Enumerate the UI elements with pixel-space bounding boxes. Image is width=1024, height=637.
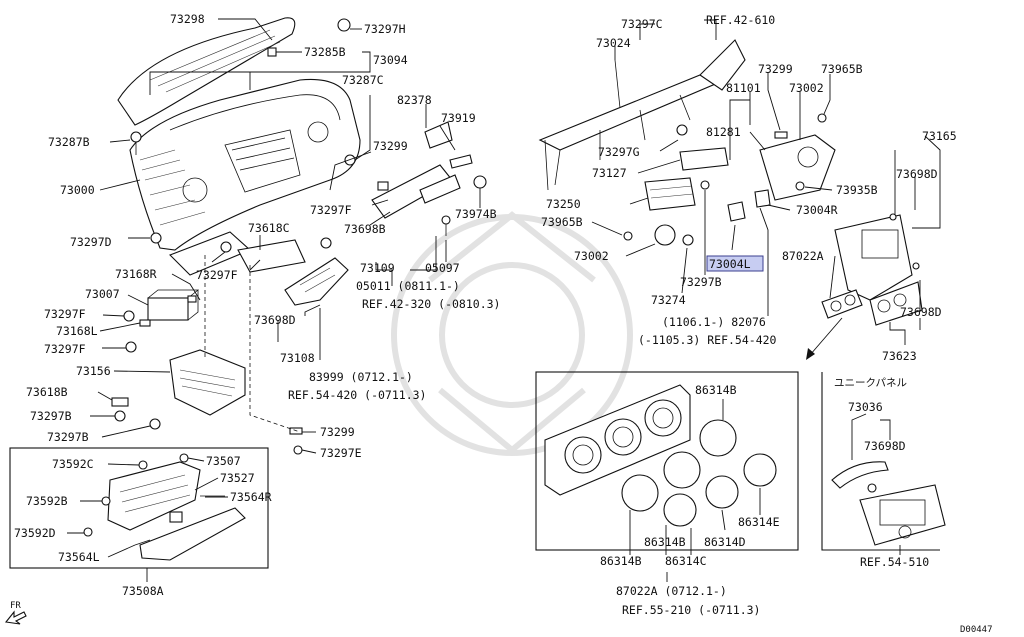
watermark-emblem [391, 211, 633, 456]
label-73297B-c[interactable]: 73297B [680, 275, 722, 289]
label-73002-a[interactable]: 73002 [789, 81, 824, 95]
diagram-code: D00447 [960, 625, 993, 635]
label-73002-b[interactable]: 73002 [574, 249, 609, 263]
label-86314B-c[interactable]: 86314B [600, 554, 642, 568]
label-73592C[interactable]: 73592C [52, 457, 94, 471]
label-86314B-b[interactable]: 86314B [644, 535, 686, 549]
label-73965B-a[interactable]: 73965B [821, 62, 863, 76]
label-73165[interactable]: 73165 [922, 129, 957, 143]
label-73974B[interactable]: 73974B [455, 207, 497, 221]
label-73285B[interactable]: 73285B [304, 45, 346, 59]
front-direction-marker: FR [4, 601, 27, 625]
label-82076[interactable]: (1106.1-) 82076 [662, 315, 766, 329]
label-73108[interactable]: 73108 [280, 351, 315, 365]
label-73698D-a[interactable]: 73698D [254, 313, 296, 327]
label-73965B-b[interactable]: 73965B [541, 215, 583, 229]
label-ref-42-320[interactable]: REF.42-320 (-0810.3) [362, 297, 500, 311]
label-73168L[interactable]: 73168L [56, 324, 98, 338]
label-87022A-b[interactable]: 87022A (0712.1-) [616, 584, 727, 598]
fr-arrow-icon [4, 610, 27, 625]
label-73564L[interactable]: 73564L [58, 550, 100, 564]
label-73507[interactable]: 73507 [206, 454, 241, 468]
glove-box-inset [9, 447, 269, 569]
label-81101[interactable]: 81101 [726, 81, 761, 95]
label-05011[interactable]: 05011 (0811.1-) [356, 279, 460, 293]
unique-panel-inset [821, 372, 946, 551]
label-73297D[interactable]: 73297D [70, 235, 112, 249]
label-73004L[interactable]: 73004L [709, 257, 751, 271]
label-73935B[interactable]: 73935B [836, 183, 878, 197]
label-86314D[interactable]: 86314D [704, 535, 746, 549]
label-73297B-b[interactable]: 73297B [47, 430, 89, 444]
label-82378[interactable]: 82378 [397, 93, 432, 107]
label-73127[interactable]: 73127 [592, 166, 627, 180]
label-73297C[interactable]: 73297C [621, 17, 663, 31]
label-83999[interactable]: 83999 (0712.1-) [309, 370, 413, 384]
label-73299-a[interactable]: 73299 [373, 139, 408, 153]
label-73156[interactable]: 73156 [76, 364, 111, 378]
label-73287B[interactable]: 73287B [48, 135, 90, 149]
label-73297F-c[interactable]: 73297F [44, 307, 86, 321]
label-73299-b[interactable]: 73299 [320, 425, 355, 439]
label-73094[interactable]: 73094 [373, 53, 408, 67]
label-73618B[interactable]: 73618B [26, 385, 68, 399]
label-87022A[interactable]: 87022A [782, 249, 824, 263]
leader-lines [67, 18, 941, 582]
label-73024[interactable]: 73024 [596, 36, 631, 50]
label-73274[interactable]: 73274 [651, 293, 686, 307]
fr-label: FR [10, 601, 21, 611]
label-73004R[interactable]: 73004R [796, 203, 838, 217]
label-73618C[interactable]: 73618C [248, 221, 290, 235]
label-73919[interactable]: 73919 [441, 111, 476, 125]
label-ref-42-610[interactable]: REF.42-610 [706, 13, 775, 27]
label-73287C[interactable]: 73287C [342, 73, 384, 87]
label-73299-c[interactable]: 73299 [758, 62, 793, 76]
label-73592B[interactable]: 73592B [26, 494, 68, 508]
label-73007[interactable]: 73007 [85, 287, 120, 301]
label-73036[interactable]: 73036 [848, 400, 883, 414]
label-86314B-a[interactable]: 86314B [695, 383, 737, 397]
label-73564R[interactable]: 73564R [230, 490, 272, 504]
instrument-panel-drawing [111, 17, 487, 455]
label-73250[interactable]: 73250 [546, 197, 581, 211]
cross-member-drawing [538, 39, 923, 360]
label-ref-54-510[interactable]: REF.54-510 [860, 555, 929, 569]
ac-control-panel-inset [535, 371, 799, 551]
label-73109[interactable]: 73109 [360, 261, 395, 275]
label-73698D-d[interactable]: 73698D [864, 439, 906, 453]
label-81281[interactable]: 81281 [706, 125, 741, 139]
label-ref-55-210[interactable]: REF.55-210 (-0711.3) [622, 603, 760, 617]
label-73508A[interactable]: 73508A [122, 584, 164, 598]
label-05097[interactable]: 05097 [425, 261, 460, 275]
label-ref-54-420-b[interactable]: (-1105.3) REF.54-420 [638, 333, 777, 347]
label-73698D-c[interactable]: 73698D [900, 305, 942, 319]
label-73297F-a[interactable]: 73297F [310, 203, 352, 217]
highlight-73004L [706, 255, 764, 272]
inset-title-unique-panel: ユニークパネル [834, 377, 907, 389]
label-73297G[interactable]: 73297G [598, 145, 640, 159]
part-labels: 73298 73297H 73285B 73094 73287C 82378 7… [14, 12, 957, 617]
label-73698B[interactable]: 73698B [344, 222, 386, 236]
label-86314E[interactable]: 86314E [738, 515, 780, 529]
label-86314C[interactable]: 86314C [665, 554, 707, 568]
label-73698D-b[interactable]: 73698D [896, 167, 938, 181]
label-73592D[interactable]: 73592D [14, 526, 56, 540]
label-73168R[interactable]: 73168R [115, 267, 157, 281]
label-73297H[interactable]: 73297H [364, 22, 406, 36]
label-ref-54-420-a[interactable]: REF.54-420 (-0711.3) [288, 388, 426, 402]
label-73527[interactable]: 73527 [220, 471, 255, 485]
label-73298[interactable]: 73298 [170, 12, 205, 26]
label-73000[interactable]: 73000 [60, 183, 95, 197]
label-73297F-d[interactable]: 73297F [44, 342, 86, 356]
label-73297E[interactable]: 73297E [320, 446, 362, 460]
label-73297B-a[interactable]: 73297B [30, 409, 72, 423]
label-73297F-b[interactable]: 73297F [196, 268, 238, 282]
label-73623[interactable]: 73623 [882, 349, 917, 363]
